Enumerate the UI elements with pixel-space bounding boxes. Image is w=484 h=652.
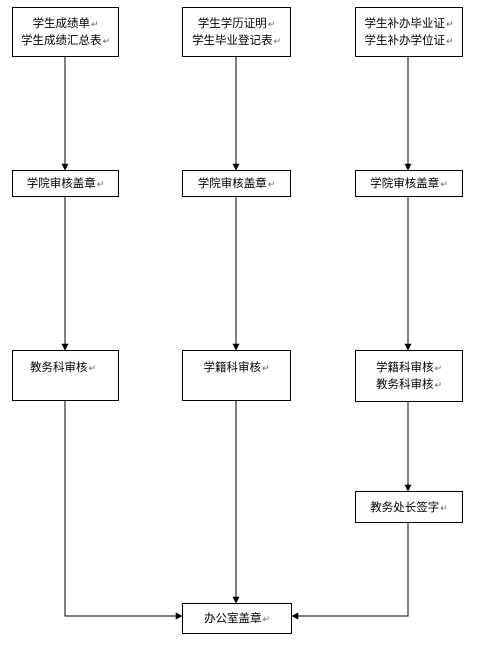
node-director-line: 教务处长签字 (370, 500, 440, 514)
node-registry-review-line: 学籍科审核 (203, 360, 261, 374)
node-college-seal-2: 学院审核盖章↵ (182, 170, 291, 197)
node-seal3-line: 学院审核盖章 (370, 176, 440, 190)
node-seal1-line: 学院审核盖章 (26, 176, 96, 190)
return-mark: ↵ (434, 364, 443, 374)
return-mark: ↵ (267, 180, 276, 190)
node-transcript-line-1: 学生成绩单 (32, 16, 90, 30)
node-office-seal-line: 办公室盖章 (203, 611, 262, 625)
return-mark: ↵ (267, 20, 276, 30)
node-reissue-line-1: 学生补办毕业证 (364, 16, 445, 30)
return-mark: ↵ (96, 180, 105, 190)
return-mark: ↵ (262, 615, 271, 625)
node-office-seal: 办公室盖章↵ (182, 603, 292, 634)
node-registry-review: 学籍科审核↵ (182, 350, 291, 401)
node-college-seal-3: 学院审核盖章↵ (355, 170, 463, 197)
return-mark: ↵ (261, 364, 270, 374)
return-mark: ↵ (445, 20, 454, 30)
return-mark: ↵ (102, 37, 111, 47)
return-mark: ↵ (440, 180, 448, 190)
node-transcript: 学生成绩单↵ 学生成绩汇总表↵ (12, 7, 119, 57)
edge-academic-review-to-office-seal (64, 401, 183, 620)
node-reissue: 学生补办毕业证↵ 学生补办学位证↵ (355, 7, 463, 57)
node-combined-review-line-2: 教务科审核 (375, 377, 434, 391)
node-academic-affairs-review: 教务科审核↵ (12, 350, 119, 401)
return-mark: ↵ (434, 381, 443, 391)
node-diploma-line-1: 学生学历证明 (197, 16, 267, 30)
node-reissue-line-2: 学生补办学位证 (364, 33, 445, 47)
node-registry-academic-review: 学籍科审核↵ 教务科审核↵ (355, 350, 463, 402)
node-combined-review-line-1: 学籍科审核 (375, 360, 434, 374)
return-mark: ↵ (88, 364, 97, 374)
return-mark: ↵ (90, 20, 99, 30)
node-diploma-line-2: 学生毕业登记表 (191, 33, 273, 47)
return-mark: ↵ (445, 37, 454, 47)
edge-director-to-office-seal (291, 523, 409, 620)
return-mark: ↵ (440, 504, 448, 514)
node-academic-review-line: 教务科审核 (30, 360, 88, 374)
node-seal2-line: 学院审核盖章 (197, 176, 267, 190)
node-director-signature: 教务处长签字↵ (355, 491, 463, 523)
node-college-seal-1: 学院审核盖章↵ (12, 170, 119, 197)
node-diploma-certificate: 学生学历证明↵ 学生毕业登记表↵ (182, 7, 291, 57)
return-mark: ↵ (273, 37, 282, 47)
node-transcript-line-2: 学生成绩汇总表 (20, 33, 102, 47)
